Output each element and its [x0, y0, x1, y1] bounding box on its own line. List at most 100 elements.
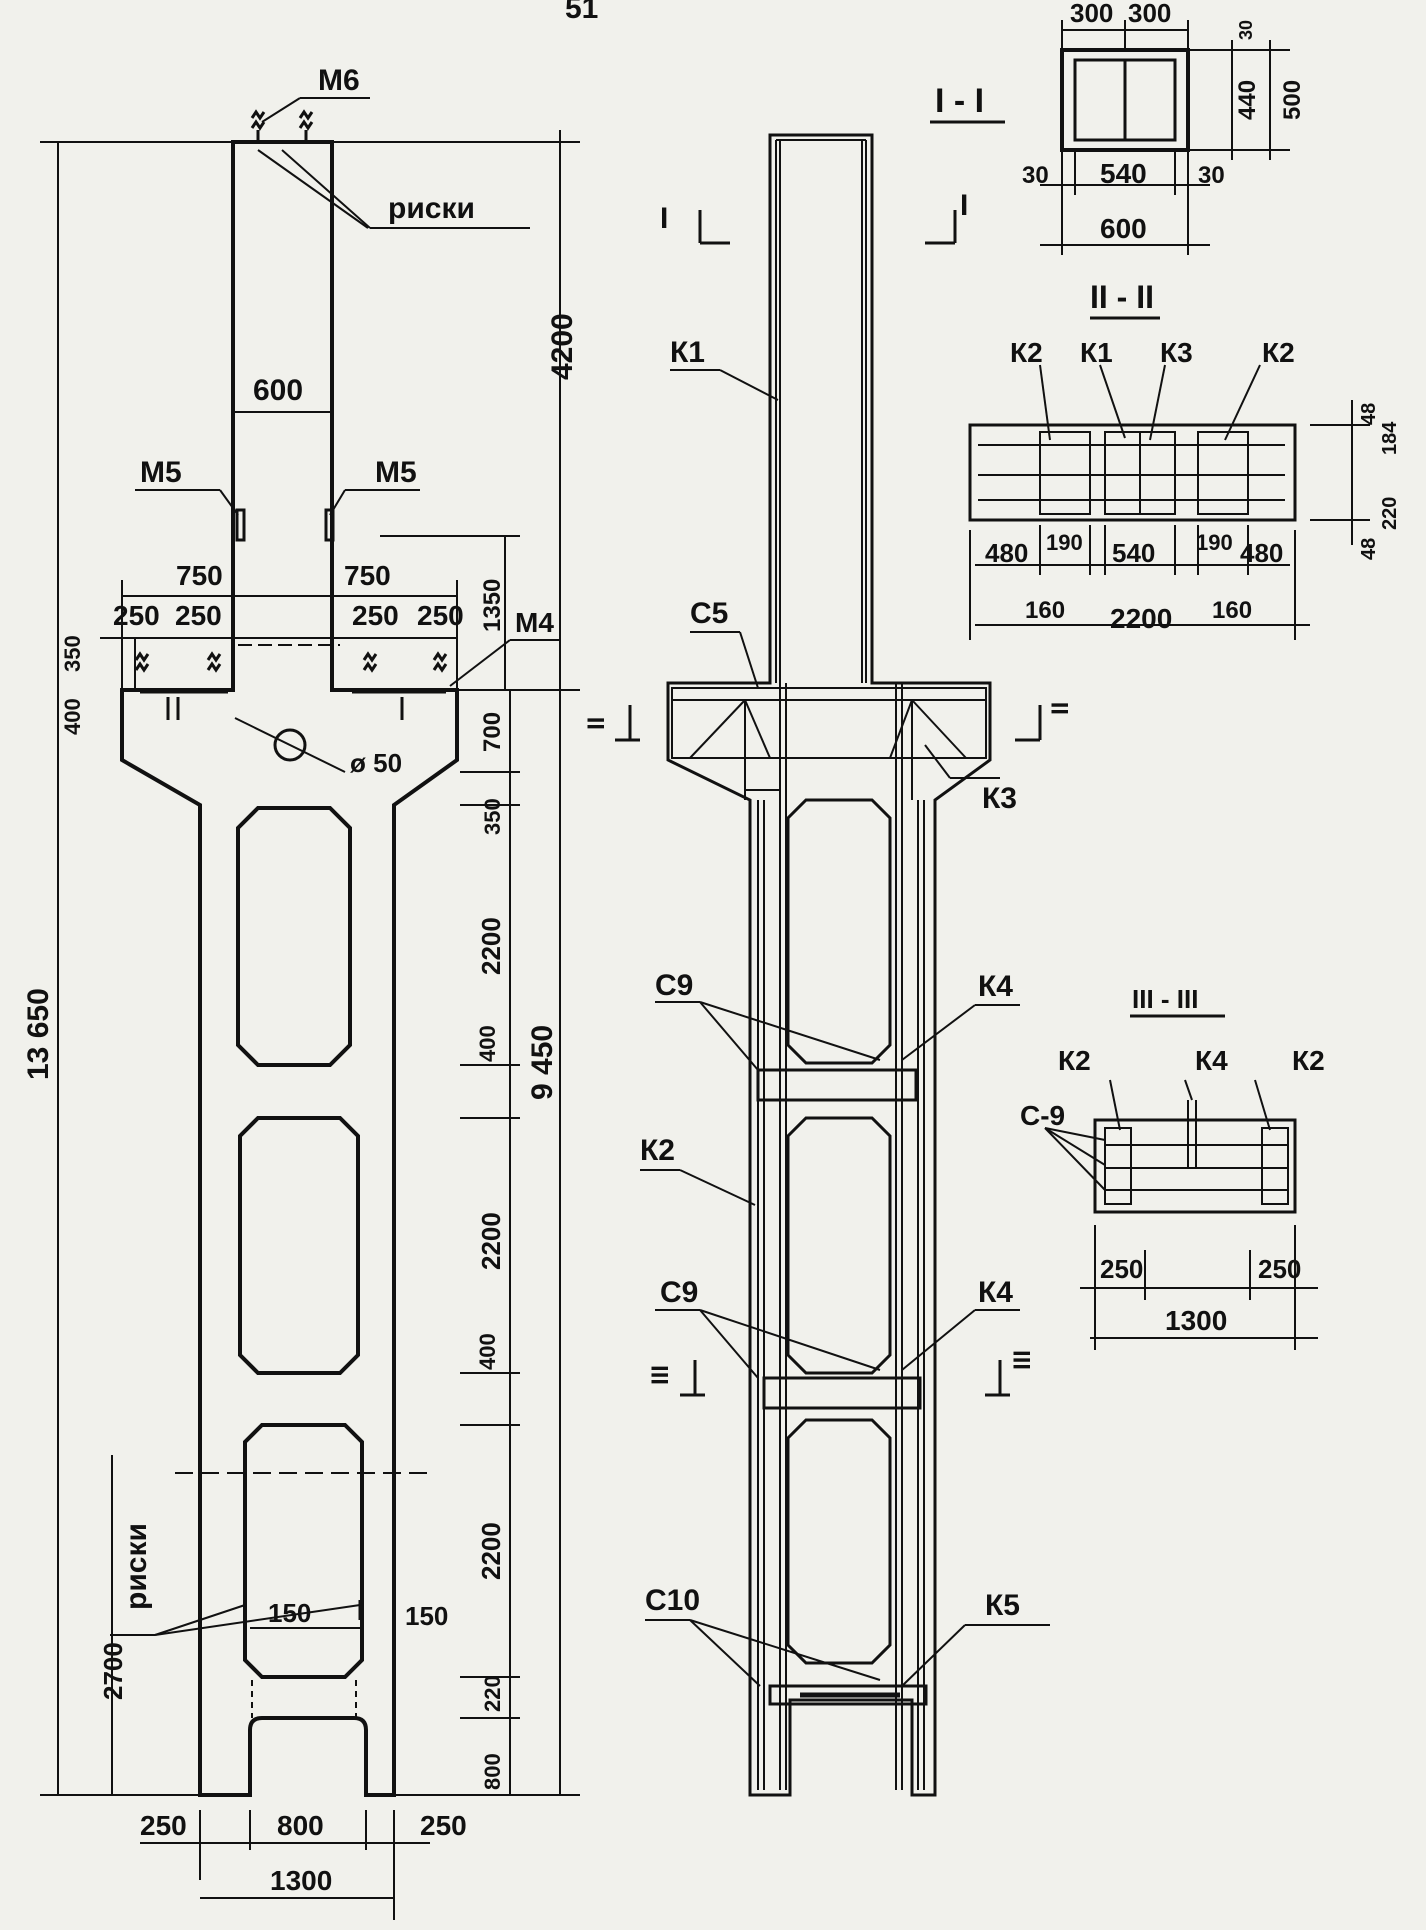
- section-2-label-k3: К3: [1160, 337, 1193, 368]
- risk-label-bottom: риски: [120, 1523, 153, 1610]
- m5-leader: [219, 489, 239, 516]
- rebar-label-c5: С5: [690, 597, 728, 630]
- hole-label: ø 50: [350, 748, 402, 778]
- section-2-dim-160b: 160: [1212, 597, 1252, 624]
- section-cut-marks: [615, 210, 1042, 1397]
- m6-leader: [261, 97, 301, 123]
- dim-r250a: 250: [352, 600, 399, 631]
- dim-h1350: 1350: [479, 579, 506, 632]
- section-3-3: III - III К2 К4 К2 С-9 250 250 1300: [1020, 984, 1325, 1350]
- section-3-cages: [1104, 1100, 1289, 1205]
- section-1-1: I - I 300 300 30 440 500 30 540 30 600: [930, 0, 1306, 255]
- section-3-label-k2-left: К2: [1058, 1045, 1091, 1076]
- dim-h9450: 9 450: [526, 1025, 559, 1100]
- section-2-dim-48a: 48: [1358, 403, 1380, 425]
- rebar-label-k4b: К4: [978, 1276, 1013, 1309]
- section-mark-2-left: II: [583, 717, 610, 730]
- section-mark-1-right: I: [960, 189, 968, 222]
- dim-l250a: 250: [113, 600, 160, 631]
- window-1: [236, 806, 352, 1067]
- section-2-dim-184: 184: [1379, 421, 1401, 455]
- section-3-dim-250a: 250: [1100, 1254, 1143, 1284]
- section-1-dims: [1040, 20, 1290, 255]
- section-3-label-k2-right: К2: [1292, 1045, 1325, 1076]
- risk-leader: [257, 149, 369, 229]
- section-1-dim-300b: 300: [1128, 0, 1171, 28]
- section-2-outline: [968, 423, 1297, 522]
- label-m5-left: М5: [140, 456, 182, 489]
- section-1-dim-30-left: 30: [1022, 162, 1049, 189]
- dim-150b: 150: [405, 1601, 448, 1631]
- m4-leader: [449, 639, 511, 687]
- mesh-c9-1: [756, 1068, 918, 1102]
- label-m4: М4: [515, 607, 554, 638]
- section-3-dim-250b: 250: [1258, 1254, 1301, 1284]
- section-3-label-c9: С-9: [1020, 1100, 1065, 1131]
- dim-h2200b: 2200: [476, 1212, 506, 1270]
- dim-h400b: 400: [475, 1333, 500, 1370]
- dim-h220: 220: [480, 1675, 505, 1712]
- hole-50: [273, 728, 307, 762]
- dim-bottom-800: 800: [277, 1810, 324, 1841]
- section-2-2: II - II К2 К1 К3 К2 480 190: [968, 279, 1401, 640]
- section-2-title: II - II: [1090, 279, 1154, 315]
- rebar-view: I I II II III III К1 С5 К3 С9 К4 К2 С9 К…: [583, 133, 1074, 1797]
- rebar-window-1: [786, 798, 892, 1065]
- section-3-label-k4: К4: [1195, 1045, 1228, 1076]
- embed-m4: [134, 651, 448, 720]
- section-1-title: I - I: [935, 82, 984, 120]
- dim-total-height: 13 650: [22, 988, 55, 1080]
- dim-r250b: 250: [417, 600, 464, 631]
- section-mark-3-left: III: [647, 1365, 674, 1385]
- dim-h2200c: 2200: [476, 1522, 506, 1580]
- section-2-label-k2-left: К2: [1010, 337, 1043, 368]
- section-3-dim-1300: 1300: [1165, 1305, 1227, 1336]
- section-2-label-k1: К1: [1080, 337, 1113, 368]
- label-m6: М6: [318, 64, 360, 97]
- page-number: 51: [565, 0, 598, 25]
- dim-top-height: 4200: [546, 313, 579, 380]
- rebar-label-c10: С10: [645, 1584, 700, 1617]
- rebar-label-c9b: С9: [660, 1276, 698, 1309]
- section-2-dim-190b: 190: [1196, 530, 1233, 555]
- section-1-dim-30: 30: [1236, 20, 1256, 40]
- section-2-dim-160a: 160: [1025, 597, 1065, 624]
- rebar-window-2: [786, 1116, 892, 1375]
- section-1-dim-300a: 300: [1070, 0, 1113, 28]
- label-m5-right: М5: [375, 456, 417, 489]
- dim-h350: 350: [60, 635, 85, 672]
- section-2-dim-190a: 190: [1046, 530, 1083, 555]
- section-2-dim-48b: 48: [1358, 538, 1380, 560]
- section-2-dims: [969, 400, 1370, 640]
- section-1-dim-600: 600: [1100, 213, 1147, 244]
- mesh-c10: [768, 1684, 928, 1706]
- dim-bottom-250a: 250: [140, 1810, 187, 1841]
- rebar-outline: [666, 133, 992, 1797]
- rebar-label-k1: К1: [670, 336, 705, 369]
- dimension-lines: [40, 130, 580, 1920]
- risk-leader: [281, 149, 371, 229]
- section-3-title: III - III: [1132, 984, 1198, 1014]
- dim-150a: 150: [268, 1598, 311, 1628]
- dim-h700: 700: [479, 712, 506, 752]
- section-1-dim-440: 440: [1234, 80, 1261, 120]
- dim-cons-left: 750: [176, 560, 223, 591]
- dim-cons-right: 750: [344, 560, 391, 591]
- dim-risk-height: 2700: [98, 1642, 128, 1700]
- section-1-dim-540: 540: [1100, 158, 1147, 189]
- mesh-c9-2: [762, 1376, 922, 1410]
- section-3-leaders: [1044, 1079, 1271, 1191]
- section-2-dim-480a: 480: [985, 538, 1028, 568]
- section-mark-3-right: III: [1009, 1350, 1036, 1370]
- rebar-label-k3: К3: [982, 782, 1017, 815]
- rebar-window-3: [786, 1418, 892, 1665]
- dim-l250b: 250: [175, 600, 222, 631]
- section-1-dim-500: 500: [1279, 80, 1306, 120]
- embed-m6: [250, 109, 314, 142]
- section-2-dim-2200: 2200: [1110, 603, 1172, 634]
- section-2-dim-540: 540: [1112, 538, 1155, 568]
- window-2: [238, 1116, 360, 1375]
- section-3-dims: [1080, 1225, 1318, 1350]
- rebar-leaders: [640, 369, 1050, 1687]
